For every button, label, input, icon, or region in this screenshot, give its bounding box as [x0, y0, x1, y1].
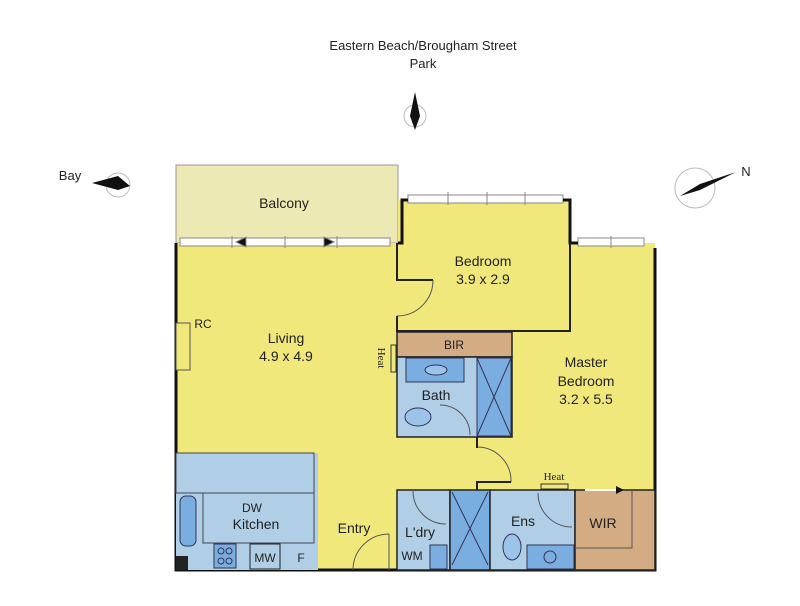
- rc-label: RC: [194, 317, 212, 331]
- wir-label: WIR: [589, 515, 616, 531]
- cooktop-icon: [213, 543, 237, 569]
- living-size: 4.9 x 4.9: [259, 348, 313, 364]
- laundry-label: L'dry: [405, 524, 435, 540]
- mw-label: MW: [254, 551, 276, 565]
- entry-door[interactable]: [352, 533, 390, 571]
- bedroom-door[interactable]: [396, 279, 434, 317]
- master-door[interactable]: [476, 446, 512, 483]
- fixture-block: [176, 556, 188, 570]
- bir-area: [396, 331, 513, 358]
- street-name: Eastern Beach/Brougham Street: [329, 38, 517, 53]
- microwave: [249, 543, 281, 570]
- master-label-2: Bedroom: [558, 373, 615, 389]
- park-name: Park: [410, 56, 437, 71]
- balcony-label: Balcony: [259, 195, 309, 211]
- rc-unit: [175, 322, 191, 371]
- kitchen-bench: [175, 452, 315, 494]
- bath-label: Bath: [422, 387, 451, 403]
- ensuite-door[interactable]: [537, 492, 573, 528]
- wall: [396, 243, 571, 332]
- heater-icon: [540, 483, 569, 490]
- north-label: N: [741, 164, 750, 179]
- north-compass-icon: [674, 167, 736, 209]
- bedroom-window: [407, 192, 564, 205]
- arrow-icon: [616, 486, 624, 494]
- kitchen-label: Kitchen: [233, 516, 280, 532]
- wall: [396, 243, 433, 281]
- toilet-icon: [404, 407, 432, 427]
- wm-label: WM: [401, 549, 422, 563]
- laundry-door[interactable]: [412, 490, 447, 525]
- wall: [398, 198, 408, 245]
- sliding-door: [179, 236, 391, 248]
- master-size: 3.2 x 5.5: [559, 391, 613, 407]
- heat-master-label: Heat: [544, 471, 565, 483]
- street-direction-arrow-icon: [403, 92, 427, 130]
- trough-icon: [429, 544, 448, 570]
- heat-living-label: Heat: [375, 348, 387, 369]
- toilet-icon: [502, 533, 522, 561]
- living-label: Living: [268, 330, 305, 346]
- bath-door[interactable]: [439, 404, 471, 436]
- fridge-label: F: [297, 551, 304, 565]
- master-window: [577, 236, 645, 248]
- bir-label: BIR: [444, 338, 464, 352]
- balcony-area: [175, 164, 399, 244]
- bedroom-size: 3.9 x 2.9: [456, 271, 510, 287]
- bedroom-label: Bedroom: [455, 253, 512, 269]
- heater-icon: [390, 344, 397, 373]
- bay-direction-arrow-icon: [92, 172, 131, 198]
- basin-icon: [526, 544, 575, 570]
- wall: [563, 198, 578, 245]
- entry-label: Entry: [338, 520, 371, 536]
- ensuite-label: Ens: [511, 513, 535, 529]
- master-label-1: Master: [565, 354, 608, 370]
- sink-icon: [179, 495, 197, 547]
- bay-label: Bay: [59, 168, 82, 183]
- wir-area: [574, 489, 656, 571]
- wall: [476, 481, 511, 490]
- dw-label: DW: [242, 501, 263, 515]
